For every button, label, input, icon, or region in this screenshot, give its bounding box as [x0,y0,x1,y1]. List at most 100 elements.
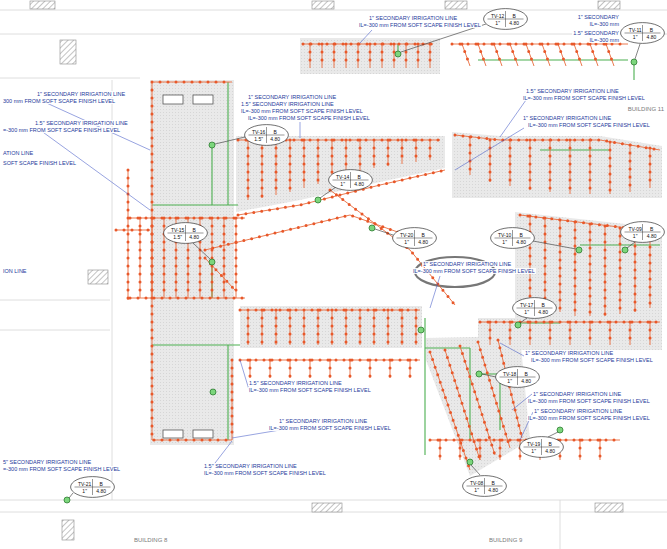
secondary-lines [116,44,660,470]
pipe-note: 1" SECONDARY IRRIGATION LINE [533,408,623,414]
pipe-note: =-300 mm FROM SOFT SCAPE FINISH LEVEL [2,127,121,133]
tag-outline [70,477,114,498]
pipe-note: 1" SECONDARY IRRIGATION LINE [368,15,458,21]
planting-areas [150,38,662,476]
tag-divider [487,11,523,27]
pipe-note: 1.5" SECONDARY IRRIGATION LINE [34,120,129,126]
pipe-note: ATION LINE [2,150,34,156]
tag-text: 4.80 [521,378,531,384]
pipe-note: SOFT SCAPE FINISH LEVEL [2,160,77,166]
tag-divider [248,127,284,143]
tag-text: TV-20 [400,232,413,238]
building-hatch [30,1,623,540]
tag-text: 1.5" [173,234,182,240]
tag-grid: TV-17B1"4.80 [520,302,548,315]
valve-tag: TV-19B1"4.80 [519,436,564,458]
pipe-note: IL=-300 mm FROM SOFT SCAPE FINISH LEVEL [248,387,372,393]
tag-grid: TV-10B1"4.80 [498,232,526,245]
valve-tag: TV-21 B 1" 4.80 [70,476,115,498]
pipe-note: 1" SECONDARY IRRIGATION LINE [532,391,622,397]
valve-tag: TV-12B1"4.80 [483,8,528,30]
tag-text: 1.5" [254,136,263,142]
tag-ellipse [392,227,437,249]
tag-text: 4.80 [647,233,657,239]
pipe-note: 1.5" SECONDARY IRRIGATION LINE [203,463,298,469]
tag-text: 4.80 [647,34,657,40]
tag-outline [621,222,665,243]
tag-grid: TV-21 B 1" 4.80 [78,481,106,494]
pipe-note: 1" SECONDARY IRRIGATION LINE [278,418,368,424]
tag-divider [523,439,559,455]
tag-outline [512,298,556,319]
tag-grid: TV-20 B 1" 4.80 [400,232,428,245]
tag-text: B [650,27,653,33]
tag-divider [625,224,661,240]
tag-text: B [650,226,653,232]
tag-text: TV-09 [628,226,641,232]
valve-tag: TV-08B1"4.80 [462,475,507,497]
tag-text: 1" [82,488,87,494]
pipe-note: 1" SECONDARY IRRIGATION LINE [36,91,126,97]
tag-grid: TV-16B1.5"4.80 [252,129,280,142]
tag-divider [516,300,552,316]
tag-ellipse [163,222,208,244]
tag-text: B [512,13,515,19]
tag-divider [332,172,368,188]
tag-text: 4.80 [189,234,199,240]
pipe-note: 1" SECONDARY [577,14,620,20]
tag-grid: TV-12B1"4.80 [491,13,519,26]
pipe-note: IL=-300 mm FROM SOFT SCAPE FINISH LEVEL [203,470,327,476]
sprinkler-heads [116,44,660,470]
tag-divider [466,478,502,494]
pipe-note: 1" SECONDARY IRRIGATION LINE [247,94,337,100]
tag-outline [163,223,207,244]
pipe-note: IL=-300 mm FROM SOFT SCAPE FINISH LEVEL [530,357,654,363]
tag-grid: TV-19B1"4.80 [527,441,555,454]
tag-text: TV-15 [171,227,184,233]
tag-outline [495,367,539,388]
valves [64,51,637,503]
tag-text: B [99,481,102,487]
tag-text: 1" [340,181,345,187]
tag-text: 1" [495,20,500,26]
tag-ellipse [519,436,564,458]
tag-text: TV-14 [336,174,349,180]
pipe-note: 300 mm FROM SOFT SCAPE FINISH LEVEL [2,98,116,104]
tag-divider [499,369,535,385]
tag-ellipse [328,169,373,191]
pipe-note: IL=-300 mm [589,21,621,27]
pipe-note: 1" SECONDARY IRRIGATION LINE [422,261,512,267]
pipe-note: 1.5" SECONDARY [572,30,620,36]
tag-text: 1" [531,448,536,454]
tag-divider [494,230,530,246]
tag-ellipse [620,221,665,243]
tag-text: TV-11 [629,27,642,33]
tag-text: TV-21 [78,481,91,487]
pipe-note: IL=-300 mm FROM SOFT SCAPE FINISH LEVEL [247,115,371,121]
tag-text: 1" [404,239,409,245]
tag-grid: TV-11 B 1" 4.80 [629,27,657,40]
tag-text: 4.80 [538,309,548,315]
tag-grid: TV-18B1"4.80 [503,371,531,384]
tag-ellipse [495,366,540,388]
road-lines [0,10,667,549]
main-lines [152,44,660,455]
pipe-note: IL=-300 mm FROM SOFT SCAPE FINISH LEVEL [412,268,536,274]
tag-text: 4.80 [418,239,428,245]
tag-text: 1" [633,34,638,40]
pipe-note: =-300 mm FROM SOFT SCAPE FINISH LEVEL [2,466,121,472]
tag-text: B [273,129,276,135]
pipe-note: IL=-300 mm [589,37,621,43]
tag-text: 1" [633,233,638,239]
tag-outline [519,437,563,458]
tag-text: 1" [502,239,507,245]
valve-tag: TV-11 B 1" 4.80 [620,22,665,44]
tag-text: B [491,480,494,486]
tag-text: 4.80 [96,488,106,494]
pipe-note: 1.5" SECONDARY IRRIGATION LINE [240,101,335,107]
pipe-note: 1.5" SECONDARY IRRIGATION LINE [525,88,620,94]
building-name: BUILDING 9 [488,537,523,544]
tag-text: B [421,232,424,238]
pipe-note: IL=-300 mm FROM SOFT SCAPE FINISH LEVEL [527,398,651,404]
